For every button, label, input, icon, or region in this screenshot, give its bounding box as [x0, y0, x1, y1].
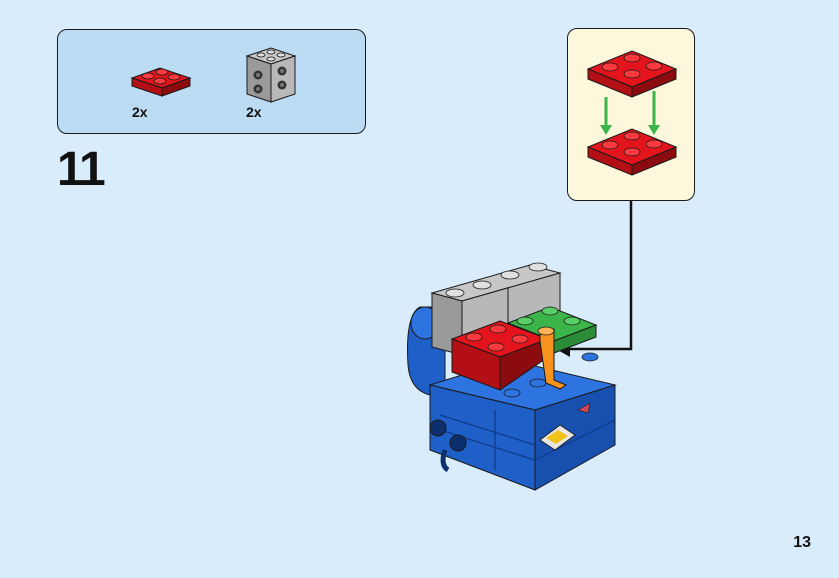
part-quantity: 2x — [246, 104, 262, 120]
gray-brick-with-holes-icon — [245, 47, 297, 103]
page-number: 13 — [793, 534, 811, 551]
red-2x2-plate-icon — [130, 67, 192, 97]
subassembly-callout — [567, 28, 695, 201]
parts-list-box: 2x 2x — [57, 29, 366, 134]
step-number: 11 — [57, 143, 106, 196]
subassembly-diagram — [586, 50, 678, 176]
part-quantity: 2x — [132, 104, 148, 120]
model-illustration — [407, 262, 617, 491]
